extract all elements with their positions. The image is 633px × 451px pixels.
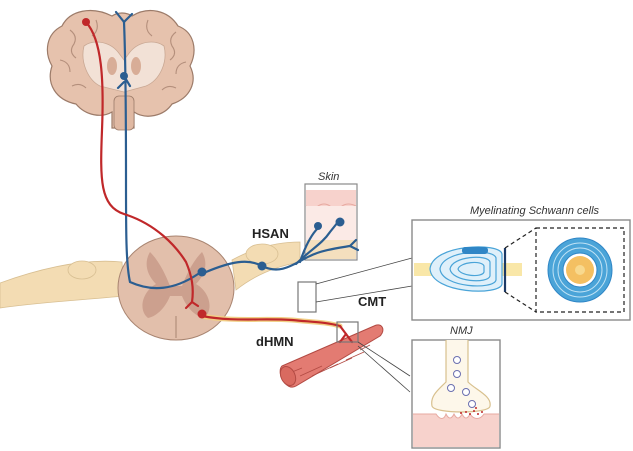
- nmj-zoom-marker: [336, 321, 359, 343]
- nerve-root-left: [0, 260, 125, 309]
- schwann-dash-bottom: [504, 291, 537, 313]
- muscle-fiber-striations: [291, 344, 371, 377]
- brainstem: [113, 95, 135, 131]
- motor-terminal-fork: [338, 332, 354, 344]
- motor-soma-brain: [82, 18, 90, 26]
- spinal-cord-cross-section: [117, 235, 235, 341]
- schwann-dash-top: [504, 227, 537, 249]
- dorsal-root-ganglion-right: [245, 243, 279, 265]
- sensory-cortical-branch-b: [122, 12, 134, 24]
- brain-white-matter: [82, 41, 166, 93]
- motor-soma-cord: [197, 309, 207, 319]
- schwann-cross-section: [547, 237, 613, 303]
- sensory-descending-tract: [122, 20, 200, 290]
- nmj-muscle-membrane: [413, 414, 499, 447]
- sensory-neuron-somas: [120, 72, 345, 277]
- zoom-line-schwann-top: [315, 257, 413, 285]
- nmj-neurotransmitter-dots: [460, 407, 483, 415]
- muscle-fiber-end: [279, 366, 297, 386]
- zoom-line-nmj-top: [357, 341, 411, 377]
- muscle-fiber: [279, 324, 384, 388]
- nerve-roots: [0, 241, 301, 309]
- motor-synapse-fork: [184, 300, 200, 310]
- motor-neuron-pathway: [84, 20, 354, 344]
- sensory-terminal-fork: [348, 238, 360, 252]
- nmj-label: NMJ: [450, 325, 473, 337]
- sensory-soma-brain: [120, 72, 128, 80]
- sensory-cortical-branch-a: [114, 10, 126, 24]
- sensory-skin-ending-b: [314, 222, 322, 230]
- myelinating-schwann-label: Myelinating Schwann cells: [470, 205, 600, 217]
- brain-gyri: [59, 19, 187, 91]
- sensory-soma-ganglion: [257, 261, 267, 271]
- zoom-lines: [315, 257, 413, 393]
- dorsal-root-ganglion-left: [67, 260, 97, 280]
- nmj-postsynaptic-folds: [413, 412, 499, 419]
- sensory-peripheral-axon: [204, 244, 352, 274]
- motor-descending-tract: [84, 20, 194, 304]
- skin-epidermis: [306, 190, 356, 206]
- brain-ventricle-left: [107, 57, 117, 75]
- motor-peripheral-axon: [200, 314, 348, 336]
- schwann-nucleus: [462, 247, 488, 254]
- nmj-panel: NMJ: [411, 325, 501, 449]
- zoom-line-nmj-bottom: [357, 345, 411, 393]
- sensory-soma-cord: [197, 267, 207, 277]
- brain-coronal-section: [46, 9, 195, 131]
- zoom-line-schwann-bottom: [315, 285, 413, 303]
- skin-label: Skin: [318, 171, 339, 183]
- motor-neuron-somas: [82, 18, 207, 319]
- schwann-cell-wraps: [429, 246, 503, 292]
- brain-ventricle-right: [131, 57, 141, 75]
- nmj-synaptic-vesicles: [447, 356, 476, 408]
- dhmn-label: dHMN: [256, 334, 294, 349]
- cmt-label: CMT: [358, 294, 386, 309]
- nmj-nerve-terminal: [431, 340, 491, 413]
- skin-dermis: [306, 206, 356, 240]
- sensory-skin-ending-a: [335, 217, 345, 227]
- myelinating-schwann-panel: Myelinating Schwann cells: [411, 205, 631, 321]
- hsan-label: HSAN: [252, 226, 289, 241]
- schwann-zoom-marker: [297, 281, 317, 313]
